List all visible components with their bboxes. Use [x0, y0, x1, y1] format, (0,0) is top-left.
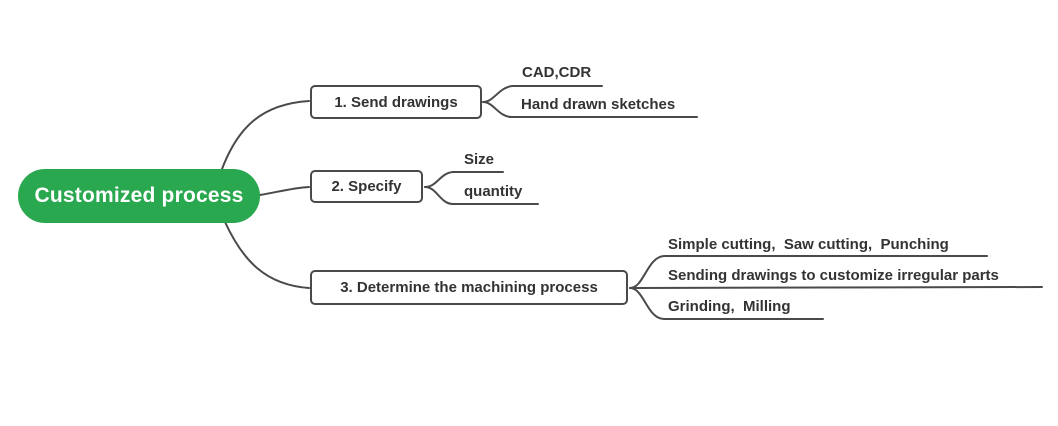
- leaf-topic-hand-drawn-sketches: Hand drawn sketches: [521, 96, 676, 113]
- branch-line-root-to-2: [259, 186, 310, 196]
- leaf-topic-cutting-methods: Simple cutting, Saw cutting, Punching: [668, 236, 949, 253]
- branch-line-root-to-1: [221, 100, 310, 170]
- branch-topic-machining-process: 3. Determine the machining process: [310, 270, 628, 305]
- leaf-line-2b: [424, 186, 539, 205]
- leaf-line-3c: [629, 287, 824, 320]
- leaf-line-1b: [482, 101, 698, 118]
- leaf-topic-size: Size: [464, 151, 495, 168]
- root-topic: Customized process: [18, 169, 260, 223]
- branch-line-root-to-3: [224, 221, 310, 289]
- leaf-line-3a: [629, 255, 988, 289]
- leaf-topic-quantity: quantity: [464, 183, 523, 200]
- leaf-line-3b: [629, 286, 1043, 289]
- branch-topic-send-drawings: 1. Send drawings: [310, 85, 482, 119]
- branch-topic-specify: 2. Specify: [310, 170, 423, 203]
- leaf-line-1a: [482, 85, 603, 103]
- leaf-topic-grinding-milling: Grinding, Milling: [668, 298, 791, 315]
- leaf-topic-irregular-parts: Sending drawings to customize irregular …: [668, 267, 999, 284]
- leaf-topic-cad-cdr: CAD,CDR: [522, 64, 592, 81]
